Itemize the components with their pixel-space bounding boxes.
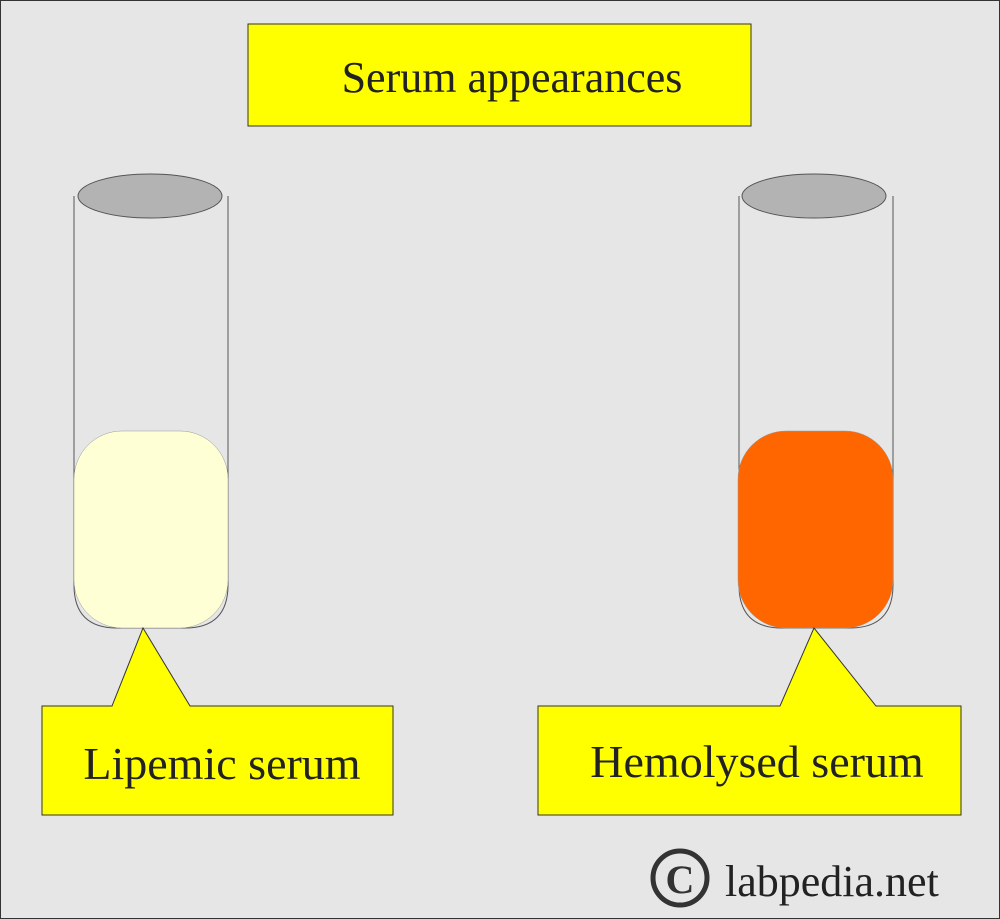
title-text: Serum appearances	[342, 53, 683, 102]
copyright-symbol: C	[666, 857, 695, 902]
tube-hemolysed-cap	[741, 173, 887, 219]
callout-lipemic-shape	[41, 626, 394, 816]
title-box: Serum appearances	[247, 23, 752, 127]
callout-lipemic: Lipemic serum	[41, 626, 394, 816]
tube-lipemic-cap	[77, 173, 223, 219]
callout-lipemic-label: Lipemic serum	[83, 738, 360, 789]
tube-hemolysed	[737, 173, 894, 629]
callout-hemolysed-label: Hemolysed serum	[590, 736, 924, 787]
copyright-icon	[650, 848, 710, 908]
callout-hemolysed: Hemolysed serum	[537, 627, 962, 816]
tube-hemolysed-serum	[737, 430, 894, 629]
watermark: C labpedia.net	[650, 848, 939, 908]
tube-lipemic	[73, 173, 229, 629]
tube-lipemic-serum	[73, 430, 229, 629]
watermark-text: labpedia.net	[725, 857, 939, 906]
title-box-bg	[247, 23, 752, 127]
callout-hemolysed-shape	[537, 627, 962, 816]
